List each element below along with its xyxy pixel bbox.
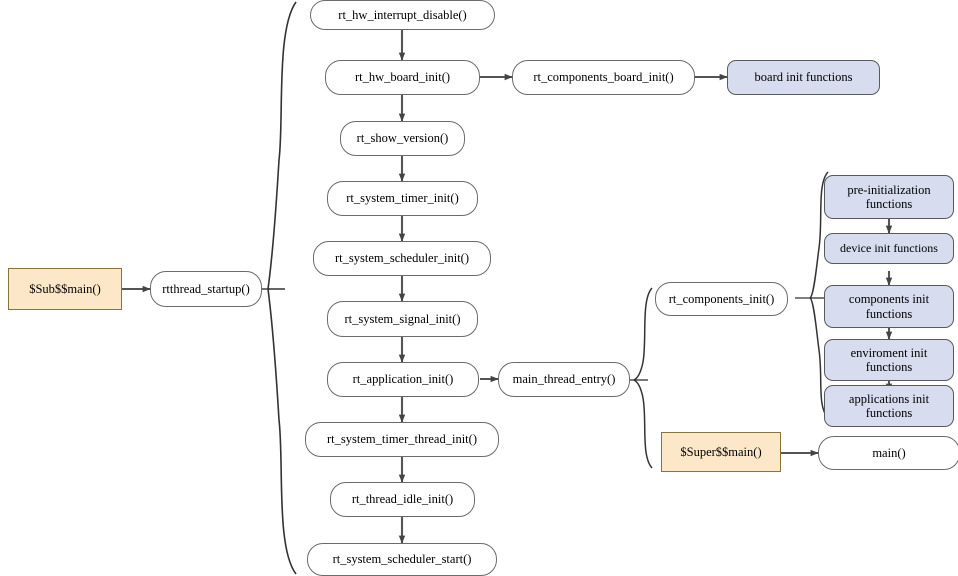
node-main-thread-entry[interactable]: main_thread_entry() — [498, 362, 630, 397]
node-rt-application-init[interactable]: rt_application_init() — [327, 362, 479, 397]
node-sub-main[interactable]: $Sub$$main() — [8, 268, 122, 310]
node-rt-hw-board-init[interactable]: rt_hw_board_init() — [325, 60, 480, 95]
node-device-init-functions[interactable]: device init functions — [824, 233, 954, 264]
node-enviroment-init-functions[interactable]: enviroment init functions — [824, 339, 954, 381]
node-pre-initialization-functions[interactable]: pre-initialization functions — [824, 175, 954, 219]
node-rt-show-version[interactable]: rt_show_version() — [340, 121, 465, 156]
node-rt-hw-interrupt-disable[interactable]: rt_hw_interrupt_disable() — [310, 0, 495, 30]
node-main[interactable]: main() — [818, 436, 958, 470]
node-components-init-functions[interactable]: components init functions — [824, 285, 954, 328]
node-rt-components-board-init[interactable]: rt_components_board_init() — [512, 60, 695, 95]
node-rt-system-signal-init[interactable]: rt_system_signal_init() — [327, 301, 478, 337]
node-board-init-functions[interactable]: board init functions — [727, 60, 880, 95]
node-super-main[interactable]: $Super$$main() — [661, 432, 781, 472]
node-applications-init-functions[interactable]: applications init functions — [824, 385, 954, 427]
node-rt-system-scheduler-start[interactable]: rt_system_scheduler_start() — [307, 543, 497, 576]
node-rt-components-init[interactable]: rt_components_init() — [655, 282, 788, 316]
node-rtthread-startup[interactable]: rtthread_startup() — [150, 271, 262, 307]
node-rt-system-timer-init[interactable]: rt_system_timer_init() — [327, 181, 478, 216]
node-rt-thread-idle-init[interactable]: rt_thread_idle_init() — [330, 482, 475, 517]
node-rt-system-scheduler-init[interactable]: rt_system_scheduler_init() — [313, 241, 491, 276]
node-rt-system-timer-thread-init[interactable]: rt_system_timer_thread_init() — [305, 422, 499, 457]
